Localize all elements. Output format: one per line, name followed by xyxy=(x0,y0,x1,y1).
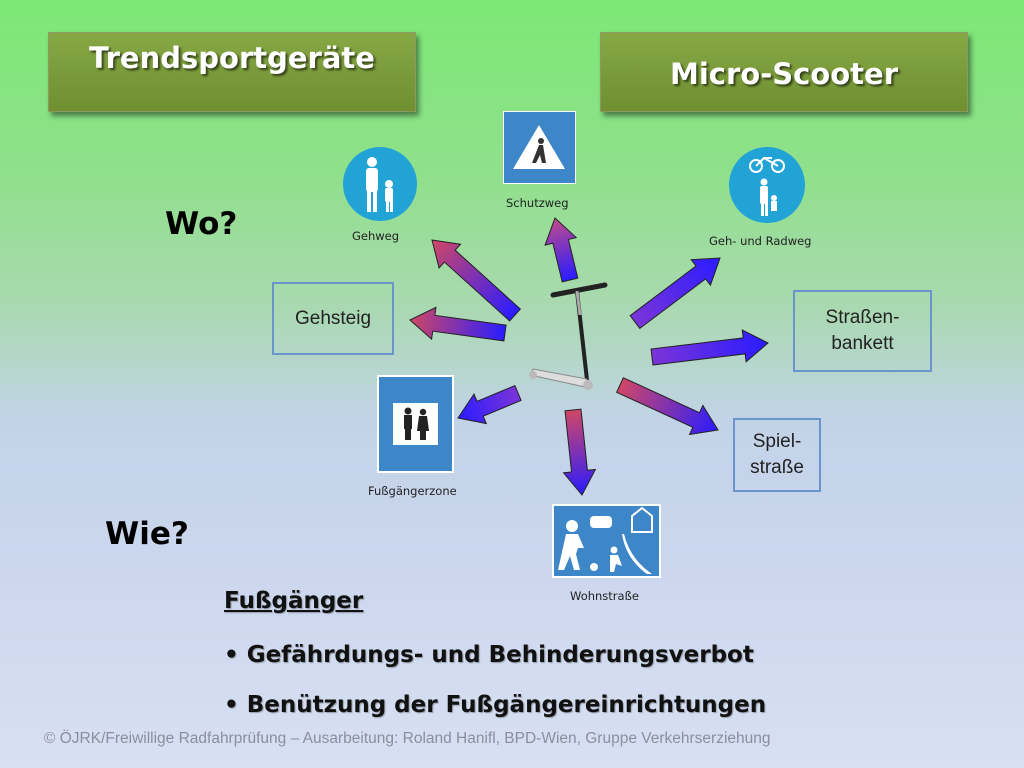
rule-item: • Gefährdungs- und Behinderungsverbot xyxy=(224,642,754,668)
question-how: Wie? xyxy=(105,516,189,552)
arrow-to-schutzweg xyxy=(544,217,579,283)
wohnstrasse-sign-icon xyxy=(552,504,661,578)
wohnstrasse-label: Wohnstraße xyxy=(570,589,639,603)
schutzweg-sign-icon xyxy=(503,111,576,184)
gehsteig-box: Gehsteig xyxy=(272,282,394,355)
rules-heading: Fußgänger xyxy=(224,588,364,614)
arrow-to-gehweg xyxy=(431,239,522,322)
arrow-to-fussgaengerzone xyxy=(457,384,522,425)
fussgaengerzone-sign-icon xyxy=(377,375,454,473)
title-text: Micro-Scooter xyxy=(669,57,898,91)
arrow-to-spielstrasse xyxy=(615,377,719,436)
arrow-to-gehsteig xyxy=(409,306,507,342)
geh-und-radweg-sign-icon xyxy=(729,147,805,223)
spielstrasse-box: Spiel- straße xyxy=(733,418,821,492)
title-micro-scooter: Micro-Scooter xyxy=(600,32,968,112)
gehweg-label: Gehweg xyxy=(352,229,400,243)
geh-und-radweg-label: Geh- und Radweg xyxy=(709,234,812,248)
arrow-to-geh-und-radweg xyxy=(629,257,721,330)
strassenbankett-box: Straßen- bankett xyxy=(793,290,932,372)
scooter-image xyxy=(529,282,608,390)
arrow-to-wohnstrasse xyxy=(562,408,597,496)
rule-item: • Benützung der Fußgängereinrichtungen xyxy=(224,692,767,718)
arrow-to-strassenbankett xyxy=(650,329,769,366)
footer-copyright: © ÖJRK/Freiwillige Radfahrprüfung – Ausa… xyxy=(44,730,771,747)
title-text: Trendsportgeräte xyxy=(89,41,375,75)
gehweg-sign-icon xyxy=(343,147,417,221)
question-where: Wo? xyxy=(165,206,238,242)
fussgaengerzone-label: Fußgängerzone xyxy=(368,484,457,498)
title-trendsportgeraete: Trendsportgeräte xyxy=(48,32,416,112)
schutzweg-label: Schutzweg xyxy=(506,196,569,210)
